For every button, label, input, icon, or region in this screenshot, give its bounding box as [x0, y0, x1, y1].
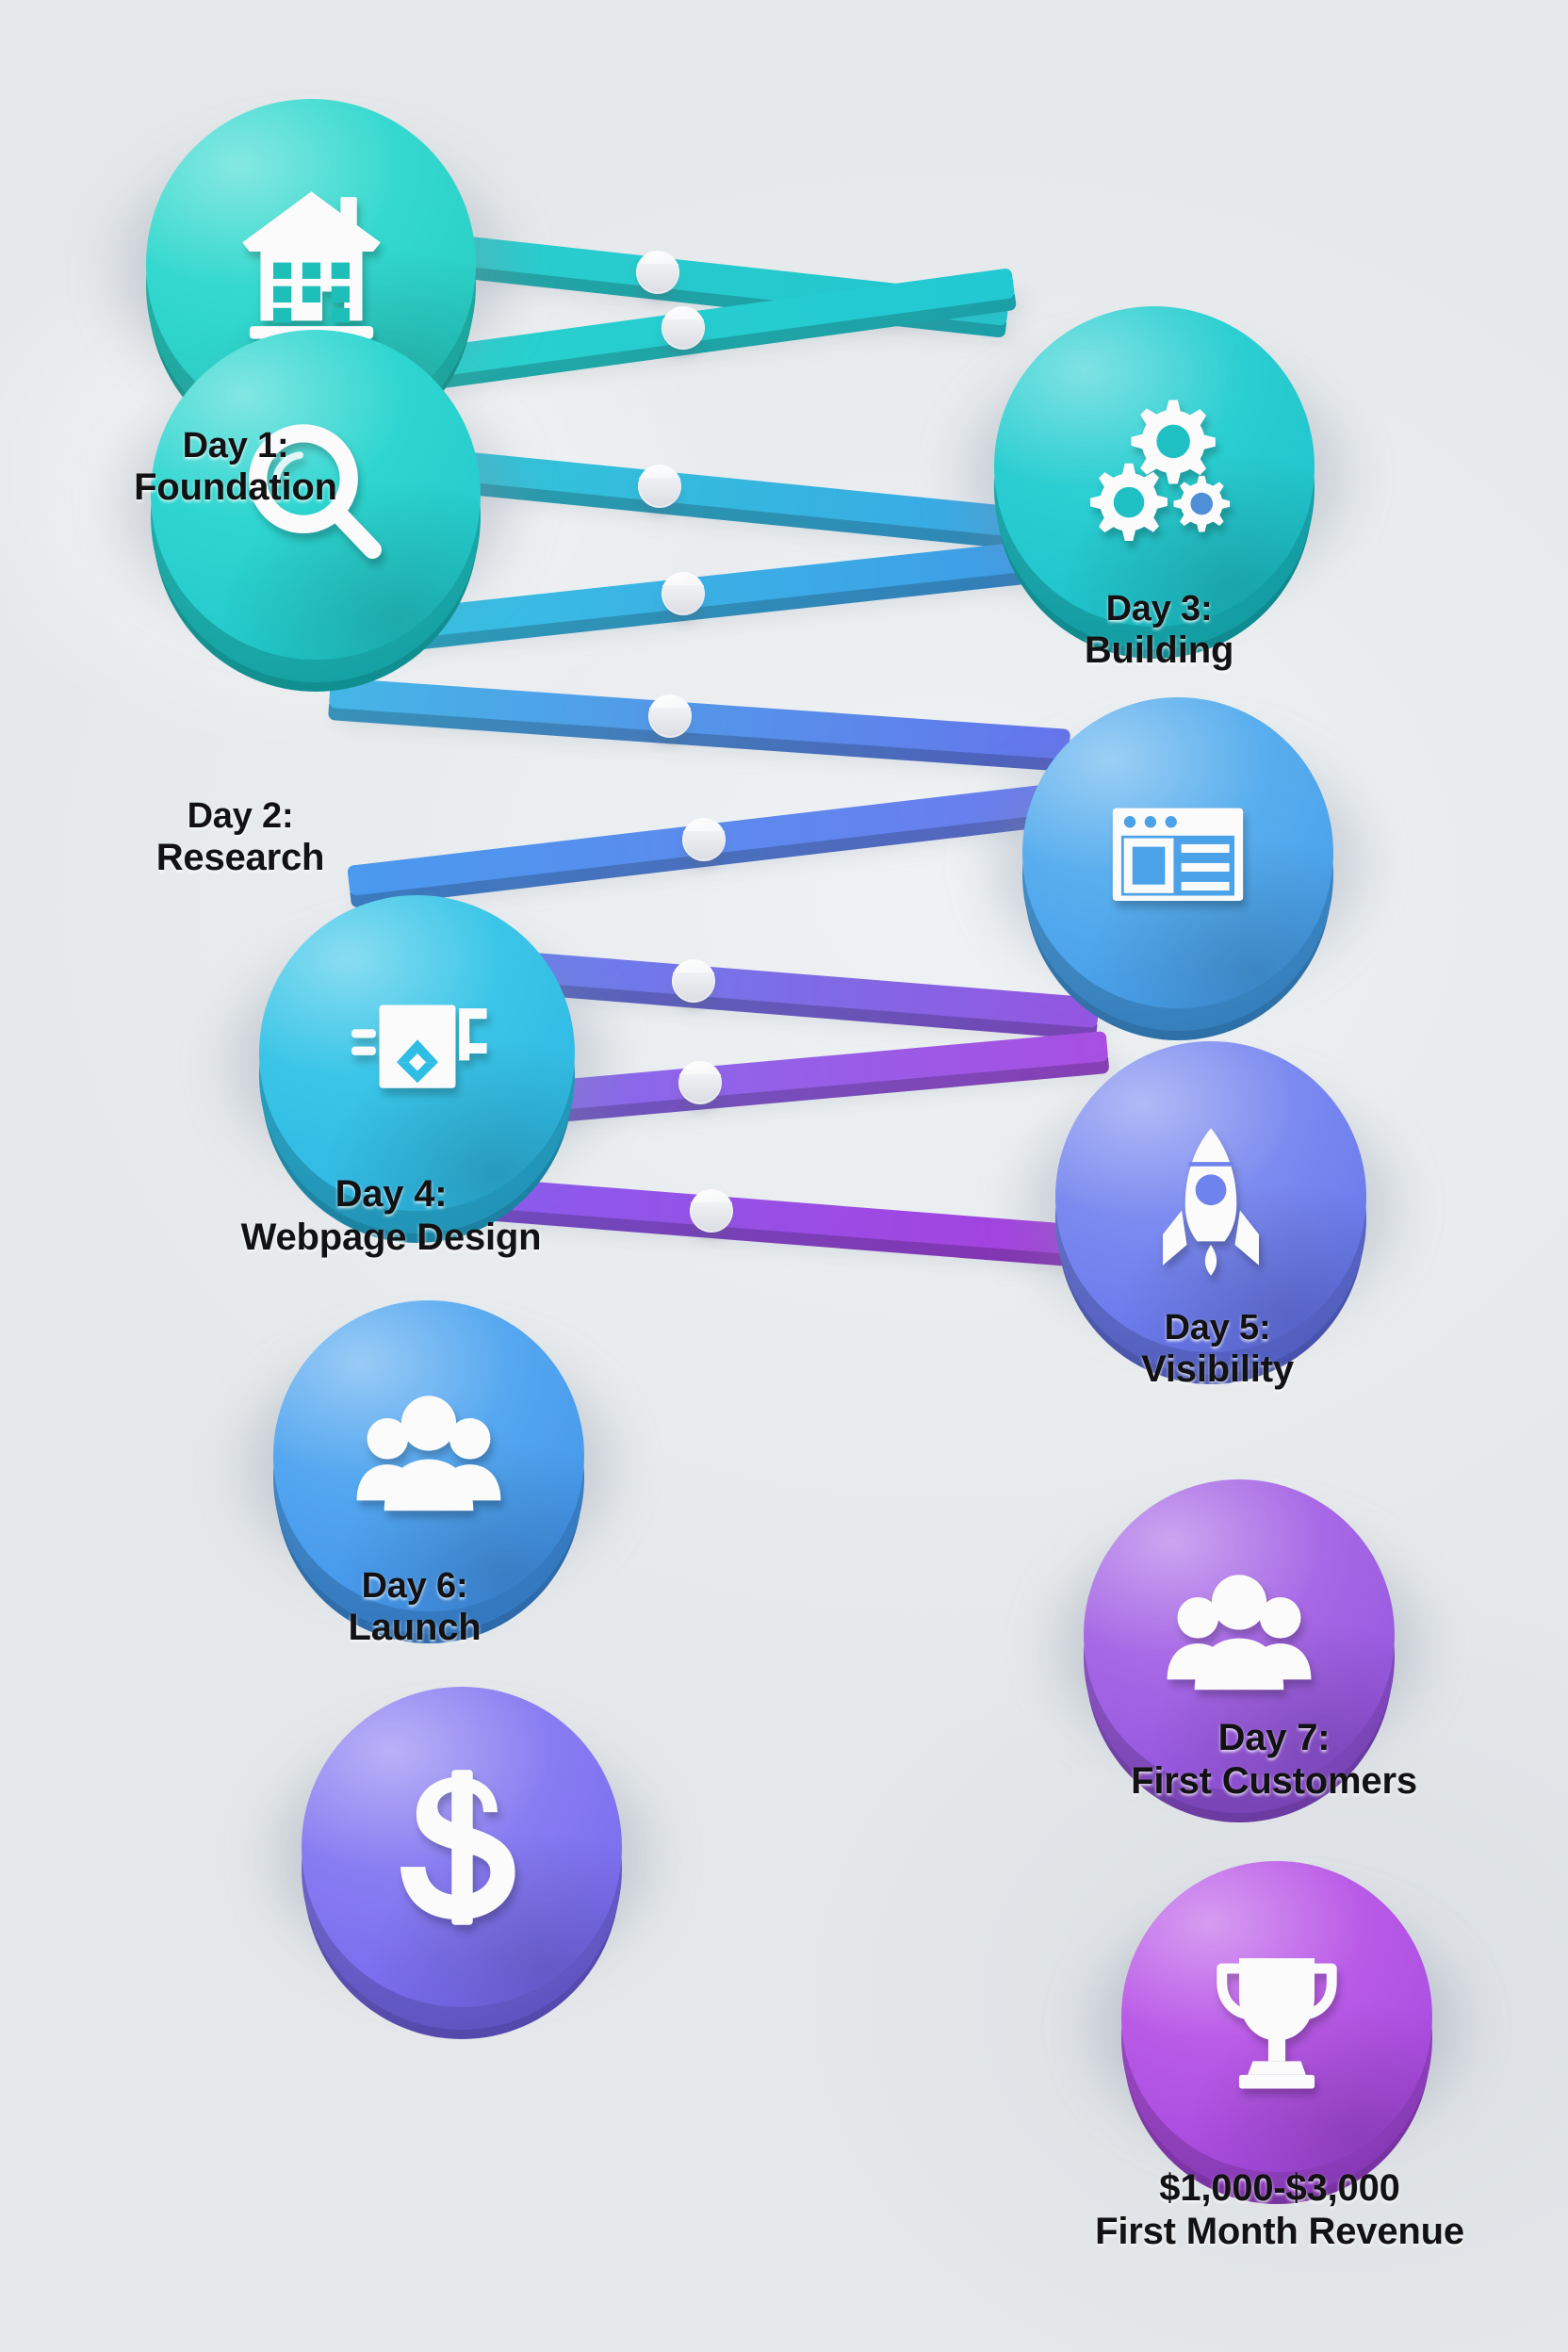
node-day3b[interactable] [994, 697, 1362, 1040]
label-day3: Day 3:Building [1084, 589, 1234, 673]
label-line-2: Research [155, 837, 325, 879]
label-line-1: Day 4: [335, 1173, 448, 1215]
node-revenue-node[interactable] [273, 1687, 652, 2039]
rocket-launch-icon [1055, 1041, 1366, 1352]
connector-bead [682, 817, 727, 861]
node-trophy-node[interactable] [1093, 1861, 1461, 2204]
label-line-1: $1,000-$3,000 [1159, 2167, 1400, 2209]
label-day1: Day 1:Foundation [134, 426, 337, 510]
label-day4: Day 4:Webpage Design [241, 1173, 542, 1259]
connector-bead [635, 251, 679, 294]
label-line-1: Day 2: [187, 796, 294, 836]
label-day7: Day 7:First Customers [1131, 1717, 1417, 1803]
connector-ribbon [327, 678, 1079, 776]
node-disc [273, 1300, 584, 1643]
label-day2: Day 2:Research [156, 796, 325, 880]
dollar-sign-icon [302, 1687, 622, 2007]
label-line-2: First Customers [1131, 1759, 1417, 1802]
label-day6: Day 6:Launch [348, 1566, 481, 1650]
gears-cogs-icon [994, 306, 1315, 627]
label-line-1: Day 1: [182, 426, 289, 466]
node-disc [1121, 1861, 1432, 2204]
node-day3[interactable] [966, 306, 1345, 659]
node-disc [302, 1687, 622, 2039]
node-disc [259, 895, 575, 1243]
label-day5: Day 5:Visibility [1141, 1308, 1294, 1392]
node-day6[interactable] [245, 1300, 612, 1643]
node-disc [1022, 697, 1333, 1040]
connector-bead [689, 1188, 733, 1233]
connector-bead [661, 306, 705, 350]
label-line-1: Day 3: [1105, 589, 1213, 629]
node-day5[interactable] [1027, 1041, 1395, 1384]
label-line-1: Day 6: [361, 1566, 468, 1606]
node-day4[interactable] [231, 895, 604, 1243]
connector-bead [671, 958, 715, 1003]
browser-window-icon [1022, 697, 1333, 1008]
label-line-2: First Month Revenue [1095, 2210, 1464, 2252]
label-line-2: Visibility [1141, 1348, 1294, 1391]
connector-bead [638, 465, 681, 508]
webpage-design-icon [259, 895, 575, 1211]
connector-bead [662, 572, 705, 615]
label-line-1: Day 5: [1164, 1308, 1271, 1348]
node-disc [1055, 1041, 1366, 1384]
label-line-2: Building [1084, 629, 1234, 672]
connector-bead [678, 1060, 723, 1104]
label-line-2: Foundation [134, 466, 337, 509]
node-disc [994, 306, 1315, 659]
label-line-2: Webpage Design [240, 1216, 542, 1258]
trophy-award-icon [1121, 1861, 1432, 2172]
people-group-icon [273, 1300, 584, 1611]
label-line-2: Launch [348, 1607, 482, 1649]
label-line-1: Day 7: [1217, 1717, 1331, 1758]
